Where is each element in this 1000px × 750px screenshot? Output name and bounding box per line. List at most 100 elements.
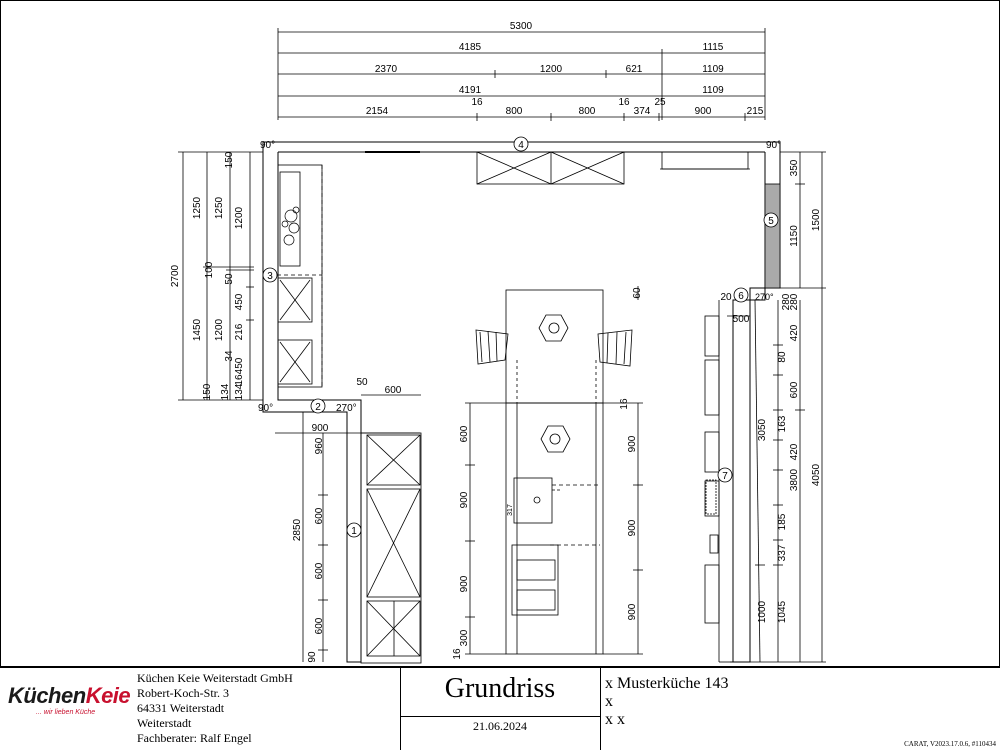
dim-label: 1150 [789,225,800,247]
dim-label: 16 [618,97,630,108]
dim-label: 900 [312,423,329,434]
dim-label: 800 [506,106,523,117]
tall-cabinets-run [360,432,422,664]
dim-label: 960 [314,437,325,454]
walls [262,141,781,663]
dim-label: 4191 [459,85,482,96]
dim-label: 16 [234,374,245,386]
company-logo: KüchenKeie ... wir lieben Küche [8,683,131,716]
dim-label: 300 [459,629,470,646]
dim-label: 16 [619,398,630,410]
dim-label: 374 [634,106,651,117]
drawing-frame [0,0,1000,667]
dim-label: 450 [234,293,245,310]
left-dimension-labels: 2700 1250 1450 150 1250 100 1200 134 150… [170,151,245,400]
dim-label: 900 [627,435,638,452]
dim-label: 420 [789,443,800,460]
dim-label: 1000 [757,600,768,623]
dim-label: 317 [507,504,514,516]
project-name: x Musterküche 143 [605,675,729,692]
dim-label: 800 [579,106,596,117]
wall-marker-6: 6 [733,287,749,303]
island [505,289,604,655]
dim-label: 216 [234,323,245,340]
plant-icon [281,206,300,246]
right-dimensions [727,151,826,663]
dim-label: 134 [220,383,231,400]
dim-label: 5300 [510,21,533,32]
svg-text:5: 5 [768,216,774,227]
dim-label: 1500 [811,208,822,231]
svg-text:2: 2 [315,402,321,413]
drawing-date-cell: 21.06.2024 [400,719,600,734]
wall-marker-3: 3 [262,267,278,283]
dim-label: 163 [777,415,788,432]
dim-label: 4185 [459,42,482,53]
svg-text:7: 7 [722,471,728,482]
dim-label: 280 [781,293,792,310]
project-line-3: x x [605,711,625,728]
dim-label: 600 [314,507,325,524]
angle-label: 90° [260,140,275,151]
company-city: 64331 Weiterstadt [137,701,225,715]
dim-label: 1109 [702,85,724,96]
dim-label: 2700 [170,264,181,287]
dim-label: 900 [627,603,638,620]
wall-marker-7: 7 [717,467,733,483]
dim-label: 500 [733,314,750,325]
run1-dimension-labels: 900 960 600 600 600 90 2850 50 600 [292,377,402,663]
angle-label: 270° [336,403,357,414]
wall-markers: 1 2 3 4 5 6 7 [262,136,779,538]
ceiling-light-icon [538,314,571,453]
dim-label: 600 [385,385,402,396]
dim-label: 1045 [777,600,788,623]
dim-label: 1200 [234,206,245,229]
dim-label: 1200 [540,64,563,75]
title-block: KüchenKeie ... wir lieben Küche Küchen K… [0,667,1000,750]
dim-label: 150 [202,383,213,400]
dim-label: 1250 [214,196,225,219]
wall-marker-1: 1 [346,522,362,538]
dim-label: 4050 [811,463,822,486]
bar-stool-icon [475,329,509,365]
dim-label: 90 [307,651,318,663]
dim-label: 50 [356,377,368,388]
dim-label: 50 [224,273,235,285]
dim-label: 34 [224,350,235,362]
island-dimension-labels: 60 600 900 900 300 16 900 900 900 16 317… [452,287,750,660]
dim-label: 350 [789,159,800,176]
dim-label: 3800 [789,468,800,491]
island-dimensions [465,286,643,655]
svg-text:4: 4 [518,140,524,151]
top-dimensions [277,28,766,121]
drawing-title: Grundriss [444,673,556,704]
right-dimension-labels: 350 1150 1500 280 420 80 600 163 185 337… [720,159,822,623]
floor-plan: 5300 4185 1115 2370 1200 621 1109 4191 1… [0,0,1000,667]
top-dimension-labels: 5300 4185 1115 2370 1200 621 1109 4191 1… [366,21,764,117]
dim-label: 1450 [192,318,203,341]
top-run-cabinets [476,151,750,185]
company-address: Küchen Keie Weiterstadt GmbH Robert-Koch… [137,671,397,746]
project-line-2: x [605,693,613,710]
run1-dimensions [275,394,421,662]
dim-label: 215 [747,106,764,117]
dim-label: 100 [204,261,215,278]
company-city-2: Weiterstadt [137,716,192,730]
dim-label: 280 [789,293,800,310]
svg-text:3: 3 [267,271,273,282]
dim-label: 600 [314,617,325,634]
dim-label: 60 [632,287,643,299]
dim-label: 16 [471,97,483,108]
software-version: CARAT, V2023.17.0.6, #110434 [904,740,996,748]
angle-labels: 90° 90° 90° 270° 270° [258,140,781,414]
dim-label: 25 [654,97,666,108]
dim-label: 900 [627,519,638,536]
angle-label: 270° [755,292,774,302]
dim-label: 20 [720,292,732,303]
angle-label: 90° [766,140,781,151]
company-name: Küchen Keie Weiterstadt GmbH [137,671,293,685]
dim-label: 1200 [214,318,225,341]
dim-label: 2154 [366,106,389,117]
dim-label: 420 [789,324,800,341]
wall-marker-5: 5 [763,212,779,228]
